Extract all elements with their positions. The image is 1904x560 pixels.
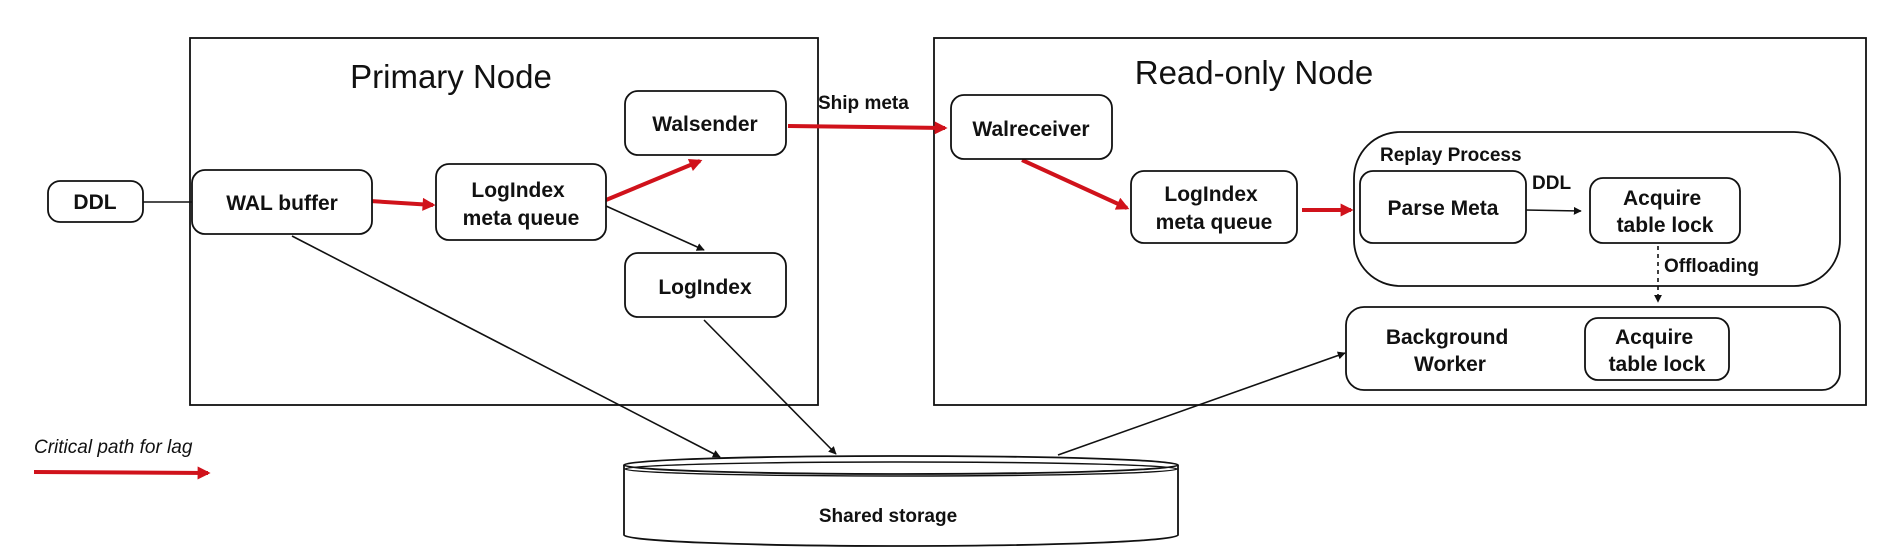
shared-storage-label: Shared storage: [819, 506, 957, 527]
ddl-parse-to-lock-arrow: [1524, 206, 1582, 215]
shared-storage-cylinder: [623, 455, 1179, 547]
ship-meta-label: Ship meta: [818, 93, 909, 114]
offloading-label: Offloading: [1664, 256, 1759, 277]
storage-to-worker-arrow: [1057, 351, 1346, 456]
queue-to-walsender-critical-arrow: [605, 158, 703, 202]
logindex-to-storage-arrow: [703, 319, 837, 455]
storage-body: [623, 465, 1179, 547]
walsender-box: [624, 90, 787, 156]
walreceiver-to-queue-critical-arrow: [1021, 158, 1130, 210]
logindex-box: [624, 252, 787, 318]
readonly-logindex-queue-box: [1130, 170, 1298, 244]
parse-meta-box: [1359, 170, 1527, 244]
primary-logindex-queue-label: LogIndex meta queue: [463, 179, 580, 230]
wal-to-storage-arrow: [291, 235, 721, 458]
walreceiver-label: Walreceiver: [972, 118, 1089, 141]
walreceiver-box: [950, 94, 1113, 160]
parse-meta-label: Parse Meta: [1388, 197, 1499, 220]
wal-buffer-box: [191, 169, 373, 235]
readonly-node-frame: [933, 37, 1867, 406]
storage-top-rim: [623, 455, 1179, 475]
wal-to-queue-critical-arrow: [369, 197, 436, 211]
worker-acquire-lock-label: Acquire table lock: [1609, 326, 1706, 376]
background-worker-label: Background Worker: [1386, 326, 1514, 376]
readonly-node-title: Read-only Node: [1135, 54, 1373, 91]
primary-node-frame: [189, 37, 819, 406]
ship-meta-critical-arrow: [787, 121, 948, 135]
ddl-input-box: [47, 180, 144, 223]
legend-label: Critical path for lag: [34, 437, 193, 458]
ddl-edge-label: DDL: [1532, 173, 1571, 194]
primary-logindex-queue-box: [435, 163, 607, 241]
storage-top-inner-rim: [624, 461, 1178, 477]
replay-acquire-lock-box: [1589, 177, 1741, 244]
primary-node-title: Primary Node: [350, 58, 552, 95]
queue-to-logindex-arrow: [605, 205, 705, 251]
ddl-input-label: DDL: [73, 191, 116, 214]
legend-critical-path-arrow: [33, 466, 211, 480]
worker-acquire-lock-box: [1584, 317, 1730, 381]
walsender-label: Walsender: [652, 113, 757, 136]
replay-acquire-lock-label: Acquire table lock: [1617, 187, 1714, 237]
readonly-logindex-queue-label: LogIndex meta queue: [1156, 183, 1273, 234]
logindex-label: LogIndex: [658, 276, 752, 299]
wal-buffer-label: WAL buffer: [226, 192, 338, 215]
replay-process-title: Replay Process: [1380, 145, 1522, 166]
